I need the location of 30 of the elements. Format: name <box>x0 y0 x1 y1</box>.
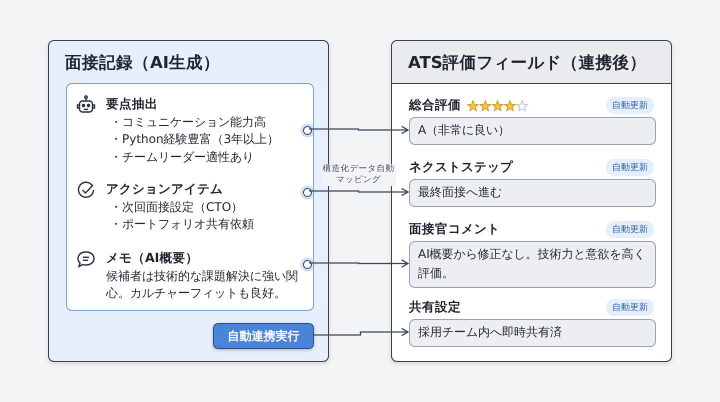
status-badge: 自動更新 <box>606 97 654 114</box>
section-heading: メモ（AI概要） <box>106 249 200 266</box>
connector-arrow <box>309 259 409 268</box>
bullet-item: ・チームリーダー適性あり <box>109 148 255 166</box>
sync-button: 自動連携実行 <box>213 323 314 349</box>
field-label: ネクストステップ <box>409 159 513 176</box>
connector-arrow <box>313 328 409 336</box>
edge-label: 構造化データ自動マッピング <box>322 164 396 186</box>
status-badge: 自動更新 <box>606 299 654 316</box>
input-field: AI概要から修正なし。技術力と意欲を高く評価。 <box>409 241 656 288</box>
status-badge: 自動更新 <box>606 159 654 176</box>
bullet-item: ・ポートフォリオ共有依頼 <box>109 216 255 233</box>
panel-title: ATS評価フィールド（連携後） <box>408 52 647 74</box>
input-field: A（非常に良い） <box>409 117 656 145</box>
bullet-item: ・次回面接設定（CTO） <box>109 198 244 216</box>
connector-arrow <box>309 126 409 134</box>
memo-text: 候補者は技術的な課題解決に強い関心。カルチャーフィットも良好。 <box>106 268 298 302</box>
field-label: 面接官コメント <box>409 221 500 238</box>
section-heading: アクションアイテム <box>106 180 224 198</box>
section-heading: 要点抽出 <box>106 95 159 112</box>
status-badge: 自動更新 <box>606 221 654 238</box>
bullet-item: ・Python経験豊富（3年以上） <box>109 131 280 148</box>
bullet-item: ・コミュニケーション能力高 <box>109 114 267 130</box>
panel-title: 面接記録（AI生成） <box>65 52 220 74</box>
field-label: 総合評価 <box>409 97 461 114</box>
field-label: 共有設定 <box>409 299 461 316</box>
input-field: 最終面接へ進む <box>409 179 656 207</box>
connector-arrow <box>309 188 409 196</box>
summary-card <box>66 83 314 311</box>
input-field: 採用チーム内へ即時共有済 <box>409 319 656 347</box>
